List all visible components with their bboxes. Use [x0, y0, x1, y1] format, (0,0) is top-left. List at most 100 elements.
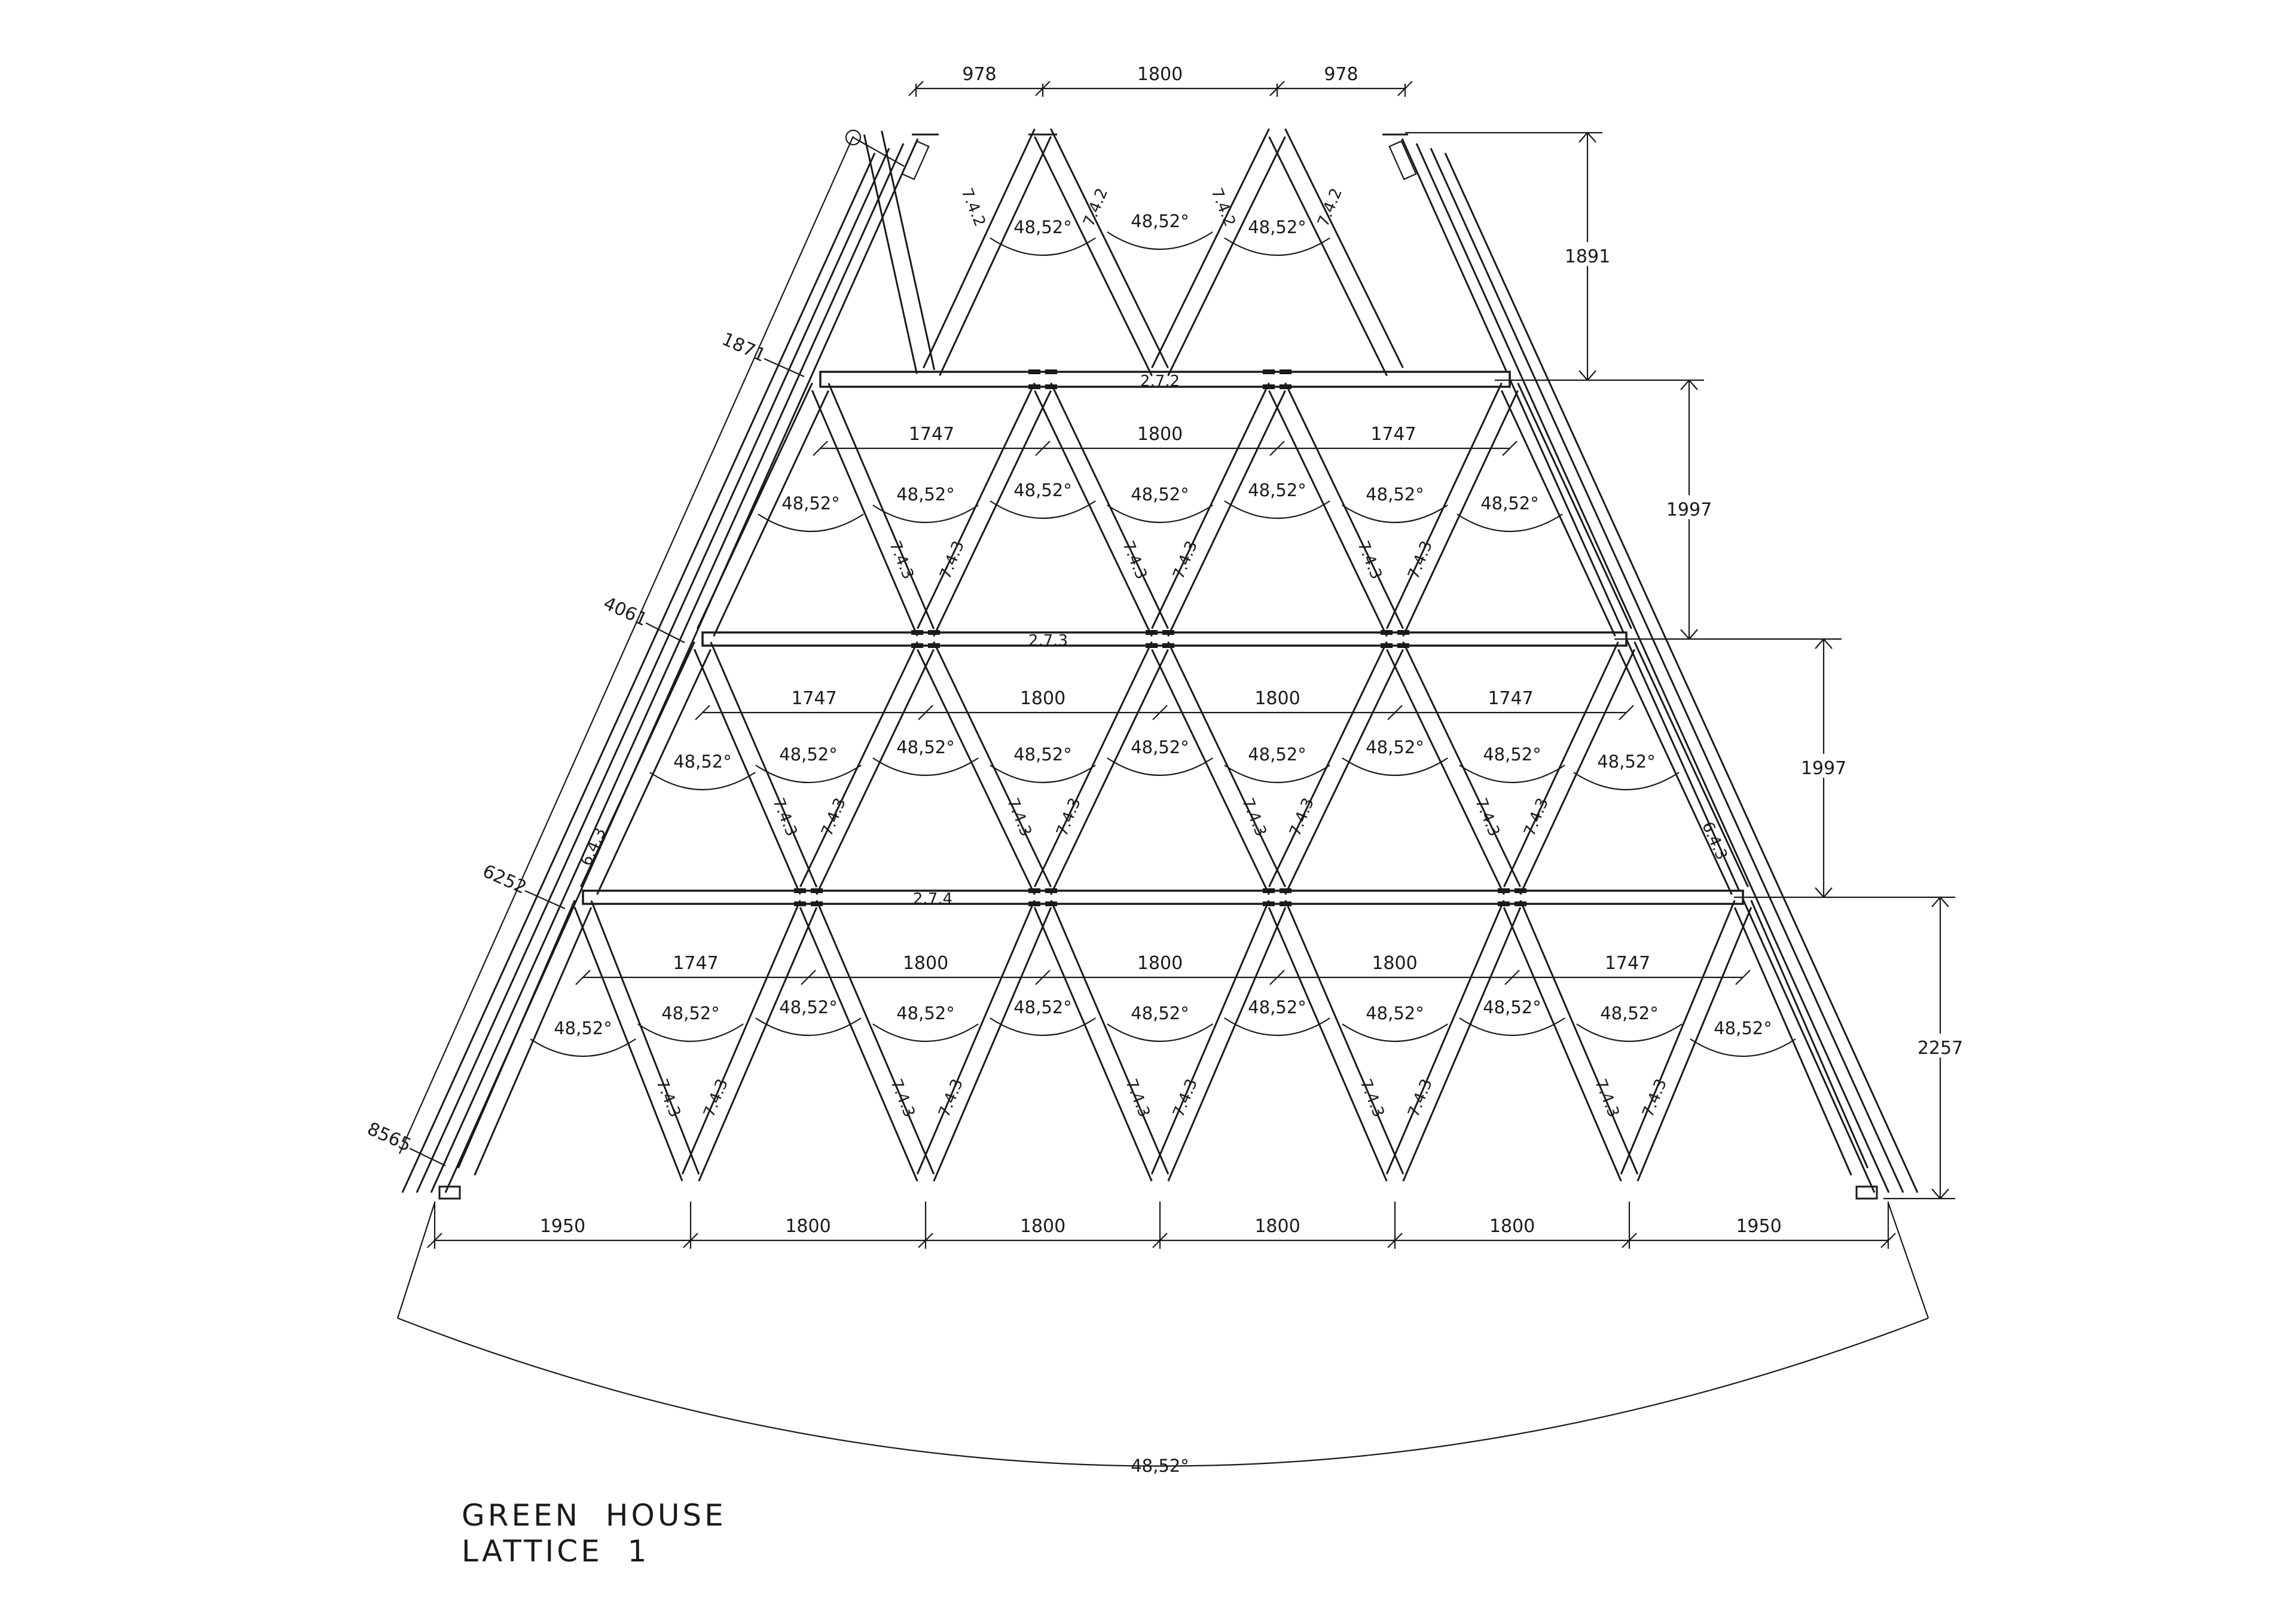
beam-label-2-7-2: 2.7.2	[1140, 372, 1180, 390]
angle-row2-label: 48,52°	[1248, 480, 1306, 500]
angle-row1-label: 48,52°	[1248, 217, 1306, 237]
rafter-dimension-leader	[645, 622, 685, 643]
joint-plate	[1280, 384, 1292, 389]
row3-member	[1034, 641, 1153, 888]
vertical-dimension-1997-label: 1997	[1666, 500, 1712, 521]
arrow	[1680, 380, 1690, 390]
angle-row3-label: 48,52°	[779, 744, 838, 765]
angle-row4-label: 48,52°	[1013, 997, 1072, 1017]
right-rafter	[1430, 148, 1904, 1193]
label-bg	[1794, 754, 1854, 778]
base-dimension-label: 1800	[785, 1216, 831, 1237]
right-rafter	[1444, 152, 1919, 1193]
joint-plate	[794, 901, 806, 906]
member-label-row3: 7.4.3	[1471, 796, 1503, 839]
row2-edge	[697, 383, 813, 629]
joint-plate	[1146, 643, 1158, 648]
row3-member	[1402, 641, 1521, 888]
top-dimension-label: 978	[1324, 64, 1358, 85]
joint-plate	[1028, 369, 1040, 374]
angle-row2	[758, 514, 864, 532]
member-label-row3: 7.4.3	[1003, 796, 1035, 839]
row3-edge	[596, 649, 712, 895]
member-label-row4: 7.4.3	[1356, 1077, 1388, 1120]
rafter-hinge	[901, 140, 930, 181]
angle-row2-label: 48,52°	[1366, 484, 1424, 505]
rafter-dimension-line	[398, 136, 854, 1154]
left-rafter	[401, 152, 876, 1193]
dimension-tick	[1152, 705, 1168, 720]
row4-member	[590, 900, 700, 1175]
member-label-row3: 7.4.3	[818, 796, 850, 839]
row4-member	[1519, 900, 1639, 1175]
angle-row3-label: 48,52°	[1248, 744, 1306, 765]
angle-row3	[1224, 765, 1330, 783]
angle-row4-label: 48,52°	[1131, 1003, 1189, 1023]
origin-marker	[845, 129, 862, 146]
rafter-dimension-leader	[409, 1148, 446, 1166]
dimension-tick	[1619, 705, 1634, 720]
vertical-dimension-2257-label: 2257	[1918, 1038, 1963, 1059]
vertical-dimension-1891-label: 1891	[1565, 246, 1610, 267]
arrow	[1823, 887, 1833, 898]
angle-row3	[1342, 757, 1448, 776]
joint-plate	[1515, 888, 1526, 893]
row2-dimension-label: 1800	[1137, 424, 1183, 445]
row4-member	[1636, 907, 1752, 1182]
row1-member	[1034, 136, 1153, 377]
joint-plate	[911, 630, 923, 635]
angle-row3-label: 48,52°	[896, 737, 955, 757]
rafter-dimension-leader	[524, 890, 566, 910]
angle-row3-label: 48,52°	[1013, 744, 1072, 765]
angle-row4	[1107, 1023, 1213, 1042]
row1-member	[1167, 136, 1286, 377]
dimension-tick	[575, 970, 591, 985]
angle-row1-label: 48,52°	[1131, 211, 1189, 231]
row3-dimension-label: 1800	[1020, 688, 1065, 709]
joint-plate	[1263, 901, 1275, 906]
angle-row2-label: 48,52°	[1480, 493, 1539, 514]
arrow	[1587, 370, 1596, 381]
arrow	[1680, 629, 1690, 640]
joint-plate	[1515, 901, 1526, 906]
angle-row4	[637, 1023, 744, 1042]
dimension-tick	[695, 705, 710, 720]
row4-edge	[1750, 900, 1869, 1169]
row3-member	[1167, 641, 1286, 888]
joint-plate	[1498, 888, 1510, 893]
angle-row3-label: 48,52°	[1483, 744, 1541, 765]
joint-plate	[1045, 369, 1057, 374]
angle-row4	[1576, 1023, 1683, 1042]
rafter-hinge	[1388, 140, 1417, 181]
angle-row3	[990, 765, 1096, 783]
joint-plate	[1028, 384, 1040, 389]
arrow	[1578, 370, 1588, 381]
row4-member	[1385, 900, 1505, 1175]
top-dimension-label: 978	[962, 64, 996, 85]
vertical-dimension-1997b-label: 1997	[1801, 758, 1846, 779]
extension-line	[396, 1202, 436, 1319]
leader-line	[853, 137, 905, 167]
dimension-tick	[1735, 970, 1751, 985]
row2-member	[811, 390, 918, 637]
dimension-tick	[1504, 970, 1520, 985]
joint-plate	[911, 643, 923, 648]
angle-row4	[530, 1038, 636, 1057]
member-label-row3: 7.4.3	[1286, 796, 1318, 839]
angle-row3	[1107, 757, 1213, 776]
joint-plate	[1498, 901, 1510, 906]
joint-plate	[1263, 888, 1275, 893]
angle-row4	[990, 1017, 1096, 1036]
angle-row2-label: 48,52°	[896, 484, 955, 505]
angle-row1	[990, 237, 1096, 256]
angle-row4-label: 48,52°	[779, 997, 838, 1017]
left-rafter	[416, 148, 890, 1193]
row3-member	[1284, 649, 1404, 895]
joint-plate	[1045, 901, 1057, 906]
row3-member	[816, 649, 935, 895]
joint-plate	[1381, 643, 1393, 648]
joint-plate	[1263, 384, 1275, 389]
dimension-tick	[1269, 441, 1285, 456]
base-angle-arc	[397, 1317, 1929, 1467]
joint-plate	[1162, 643, 1174, 648]
